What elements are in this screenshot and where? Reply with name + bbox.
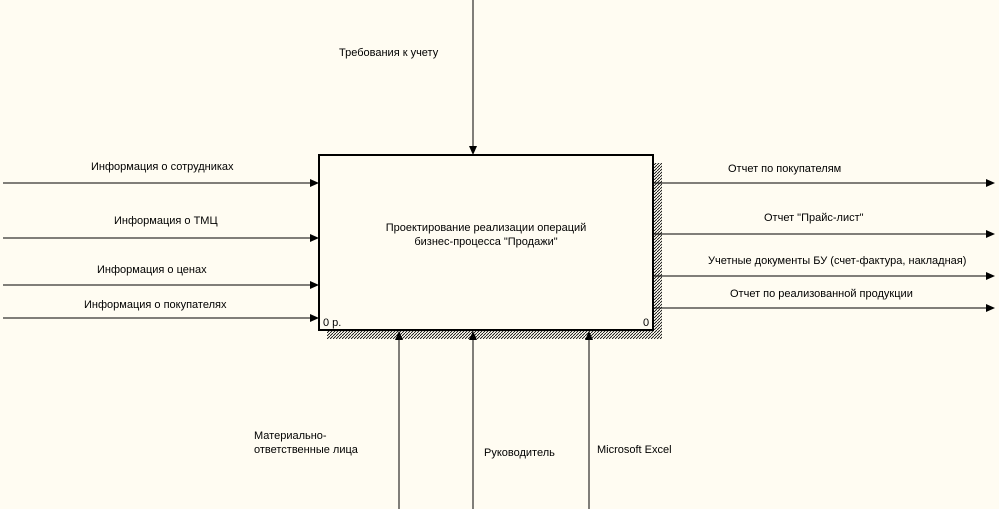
output-arrowhead: [986, 230, 995, 238]
output-arrowhead: [986, 179, 995, 187]
output-label: Отчет "Прайс-лист": [764, 212, 864, 224]
input-arrowhead: [310, 281, 319, 289]
control-arrowhead: [469, 146, 477, 155]
input-label: Информация о сотрудниках: [91, 161, 234, 173]
activity-box[interactable]: [318, 154, 654, 331]
input-arrowhead: [310, 234, 319, 242]
activity-number: 0: [643, 317, 650, 329]
output-label: Отчет по реализованной продукции: [730, 288, 913, 300]
mechanism-arrowhead: [585, 331, 593, 340]
output-label: Учетные документы БУ (счет-фактура, накл…: [708, 255, 967, 267]
activity-title: Проектирование реализации операций бизне…: [320, 221, 652, 249]
input-label: Информация о ТМЦ: [114, 215, 218, 227]
activity-box-shadow: [653, 163, 662, 339]
mechanism-label: Руководитель: [484, 447, 555, 459]
mechanism-arrowhead: [469, 331, 477, 340]
control-label: Требования к учету: [339, 47, 439, 59]
mechanism-arrowhead: [395, 331, 403, 340]
mechanism-label: Microsoft Excel: [597, 444, 672, 456]
activity-box-shadow-bottom: [327, 330, 662, 339]
input-label: Информация о ценах: [97, 264, 207, 276]
activity-cost: 0 р.: [323, 317, 342, 329]
activity-title-line2: бизнес-процесса "Продажи": [414, 236, 558, 248]
activity-title-line1: Проектирование реализации операций: [385, 222, 587, 234]
input-arrowhead: [310, 314, 319, 322]
output-label: Отчет по покупателям: [728, 163, 842, 175]
output-arrowhead: [986, 304, 995, 312]
input-label: Информация о покупателях: [84, 299, 227, 311]
input-arrowhead: [310, 179, 319, 187]
mechanism-label: Материально-ответственные лица: [254, 430, 358, 456]
output-arrowhead: [986, 272, 995, 280]
